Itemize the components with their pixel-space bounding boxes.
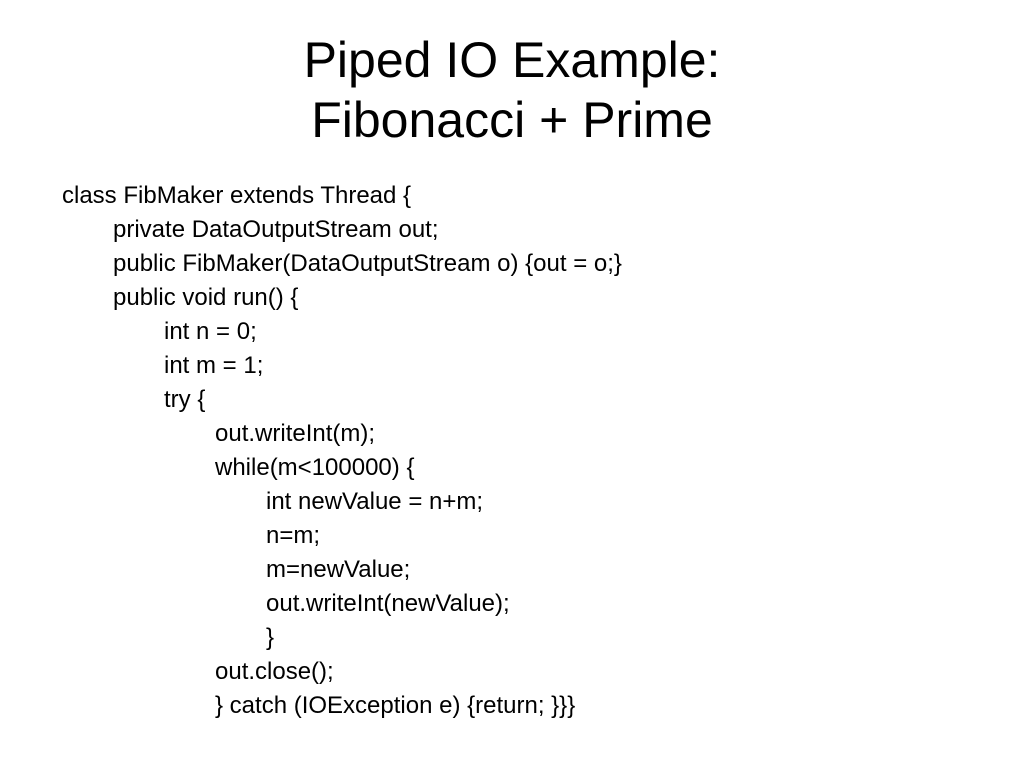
code-line: n=m; <box>266 522 321 549</box>
code-line: out.writeInt(m); <box>215 420 376 447</box>
code-line: out.writeInt(newValue); <box>266 590 510 617</box>
code-line: } <box>266 624 275 651</box>
code-line: private DataOutputStream out; <box>113 216 439 243</box>
code-line: public FibMaker(DataOutputStream o) {out… <box>113 250 622 277</box>
code-line: class FibMaker extends Thread { <box>62 182 412 209</box>
code-line: } catch (IOException e) {return; }}} <box>215 692 576 719</box>
code-line: int n = 0; <box>164 318 257 345</box>
slide-title-line-1: Piped IO Example: <box>303 32 721 88</box>
code-line: try { <box>164 386 206 413</box>
code-line: public void run() { <box>113 284 299 311</box>
code-listing: class FibMaker extends Thread { private … <box>62 179 1002 723</box>
code-line: out.close(); <box>215 658 334 685</box>
code-line: int m = 1; <box>164 352 264 379</box>
code-line: while(m<100000) { <box>215 454 415 481</box>
slide-title-line-2: Fibonacci + Prime <box>311 92 713 148</box>
code-line: m=newValue; <box>266 556 411 583</box>
slide-title: Piped IO Example: Fibonacci + Prime <box>0 30 1024 150</box>
code-line: int newValue = n+m; <box>266 488 484 515</box>
